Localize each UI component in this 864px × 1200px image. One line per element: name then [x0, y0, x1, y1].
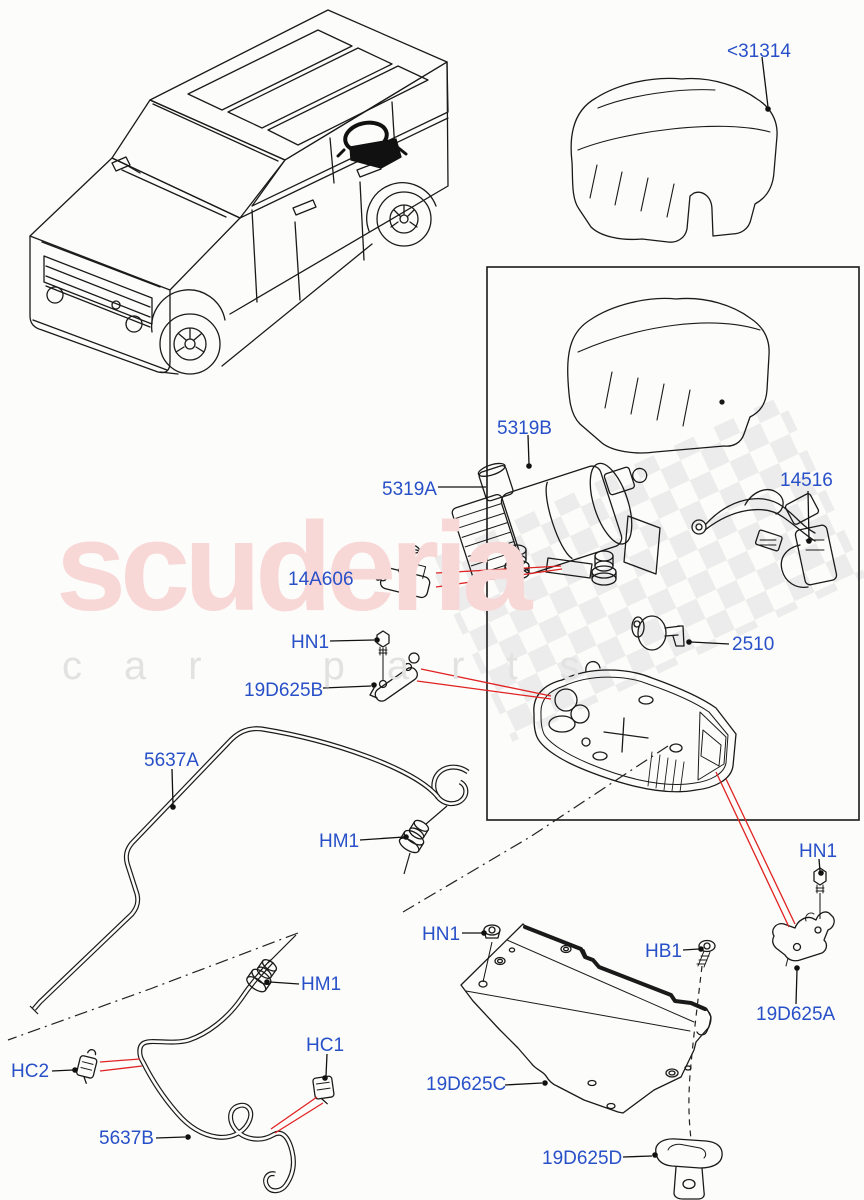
hb1-bolt	[696, 939, 716, 968]
vehicle-illustration	[29, 9, 449, 375]
part-label-5637B[interactable]: 5637B	[99, 1128, 154, 1149]
part-label-HM1-b[interactable]: HM1	[301, 974, 342, 995]
isolator-feet	[504, 544, 617, 586]
compressor-5319B-drawing	[451, 462, 661, 586]
hm1-fitting-a	[398, 819, 430, 854]
leader-lines	[51, 56, 824, 1158]
cover-drawing-in-box	[567, 297, 770, 454]
part-label-5319B[interactable]: 5319B	[497, 418, 552, 439]
part-label-31314[interactable]: <31314	[727, 41, 791, 62]
part-label-14516[interactable]: 14516	[780, 470, 833, 491]
part-label-19D625A[interactable]: 19D625A	[756, 1004, 836, 1025]
part-label-5637A[interactable]: 5637A	[144, 750, 199, 771]
harness-14516-drawing	[691, 489, 838, 588]
hm1-fitting-b	[246, 959, 278, 993]
part-label-5319A[interactable]: 5319A	[382, 479, 437, 500]
watermark-tagline: car parts	[62, 644, 622, 688]
pipe-5637A-drawing	[29, 726, 470, 1015]
hc1-clip	[312, 1075, 335, 1105]
hn1-bolt-a	[376, 630, 390, 656]
part-label-19D625C[interactable]: 19D625C	[426, 1074, 507, 1095]
part-label-HN1-b[interactable]: HN1	[799, 841, 838, 862]
red-pointer-lines	[99, 565, 796, 1134]
part-label-HC1[interactable]: HC1	[306, 1035, 345, 1056]
front-wheel	[159, 313, 221, 375]
part-label-HC2[interactable]: HC2	[11, 1061, 50, 1082]
assembly-box	[486, 266, 860, 821]
part-label-14A606[interactable]: 14A606	[288, 569, 354, 590]
part-label-HN1-a[interactable]: HN1	[291, 632, 330, 653]
part-label-19D625B[interactable]: 19D625B	[244, 680, 324, 701]
solenoid-14A606-drawing	[378, 543, 431, 599]
watermark-brand: scuderia	[56, 496, 532, 637]
part-label-HB1[interactable]: HB1	[645, 941, 682, 962]
valve-2510-drawing	[631, 615, 685, 651]
bracket-19D625A-drawing	[772, 911, 835, 967]
hn1-nut-c	[483, 924, 501, 939]
part-label-HM1-a[interactable]: HM1	[319, 831, 360, 852]
checkered-flag-watermark	[428, 395, 864, 742]
part-label-19D625D[interactable]: 19D625D	[542, 1148, 623, 1169]
pipe-5637B-drawing	[137, 934, 297, 1194]
rear-wheel	[376, 191, 432, 247]
hc2-clip	[76, 1049, 98, 1084]
highlighted-compressor-location	[336, 120, 408, 169]
part-label-2510[interactable]: 2510	[732, 634, 775, 655]
dash-dot-reference-lines	[7, 745, 703, 1140]
skid-plate-19D625C-drawing	[460, 923, 712, 1114]
bracket-19D625B-drawing	[369, 652, 420, 702]
tray-drawing	[533, 661, 737, 793]
part-label-HN1-c[interactable]: HN1	[422, 924, 461, 945]
cover-31314-drawing	[570, 77, 778, 243]
bracket-19D625D-drawing	[655, 1138, 723, 1200]
